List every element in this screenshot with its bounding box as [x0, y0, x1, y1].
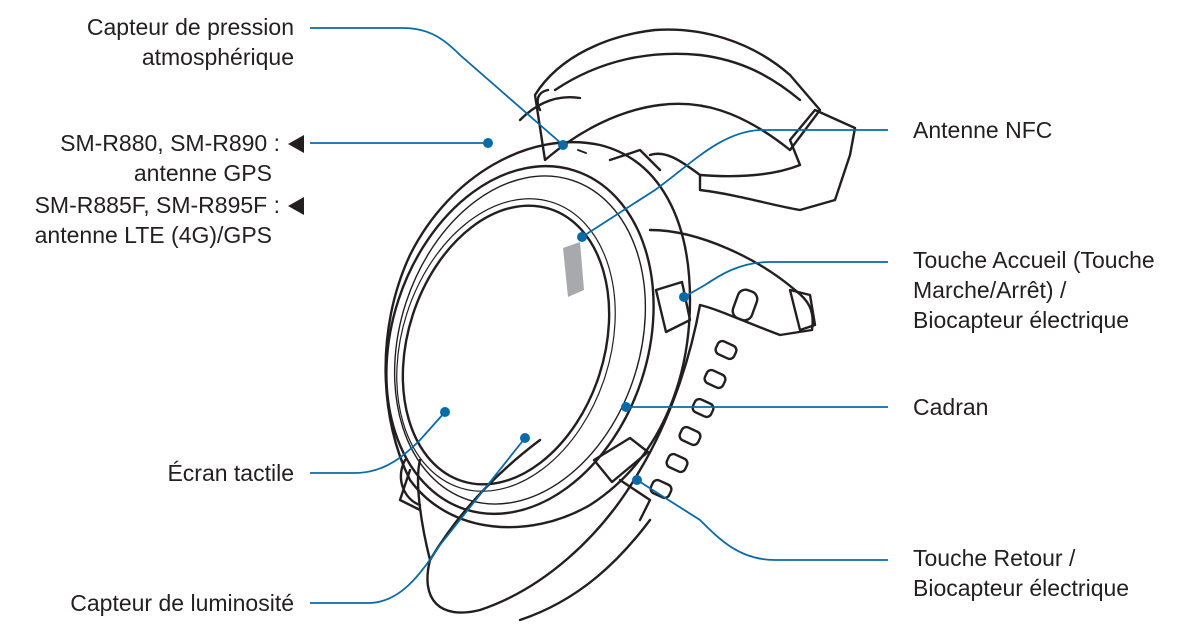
- leader-touchscreen: [310, 411, 446, 474]
- nfc-marker: [563, 242, 584, 297]
- light-sensor-label: Capteur de luminosité: [70, 590, 294, 616]
- watch-case: [384, 140, 692, 529]
- touchscreen-label: Écran tactile: [167, 460, 294, 486]
- leader-nfc: [581, 129, 888, 238]
- upper-strap: [533, 28, 822, 162]
- nfc-antenna-label: Antenne NFC: [913, 117, 1053, 143]
- leader-pressure: [310, 27, 564, 146]
- leader-home: [683, 261, 888, 298]
- back-key: [592, 436, 650, 484]
- gps-antenna-label: SM-R880, SM-R890 : antenne GPS: [60, 128, 304, 188]
- leader-light: [310, 437, 526, 604]
- bezel-ring: [385, 164, 655, 516]
- screen: [401, 204, 611, 486]
- pointer-arrow-icon: [288, 135, 304, 153]
- leader-back: [636, 479, 888, 561]
- home-key-label: Touche Accueil (Touche Marche/Arrêt) / B…: [913, 247, 1155, 333]
- bezel-label: Cadran: [913, 394, 989, 420]
- home-key: [654, 280, 692, 334]
- pointer-arrow-icon: [288, 197, 304, 215]
- pressure-sensor-label: Capteur de pression atmosphérique: [86, 14, 294, 70]
- lte-antenna-label: SM-R885F, SM-R895F : antenne LTE (4G)/GP…: [35, 190, 304, 250]
- strap-loop: [698, 108, 857, 212]
- back-key-label: Touche Retour / Biocapteur électrique: [913, 545, 1130, 601]
